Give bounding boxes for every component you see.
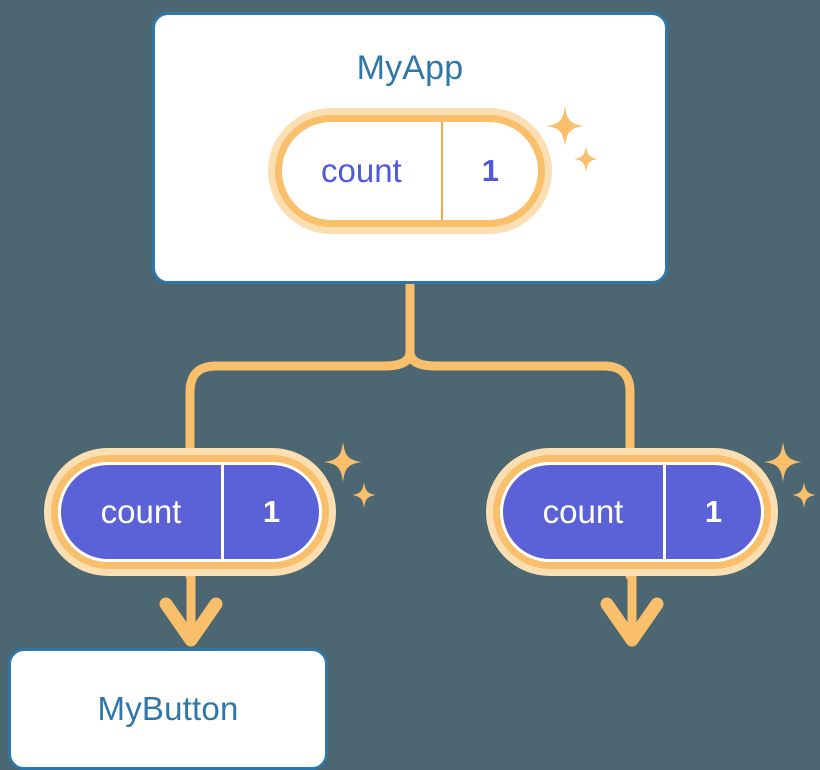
state-pill-ring: count 1: [275, 115, 545, 227]
component-card-mybutton-left[interactable]: MyButton: [8, 648, 328, 770]
state-key: count: [320, 152, 402, 189]
state-pill-body: count 1: [500, 462, 764, 562]
state-pill-child-left[interactable]: count 1: [44, 448, 336, 576]
state-value: 1: [440, 122, 538, 220]
state-pill-body: count 1: [282, 122, 538, 220]
state-pill-child-right[interactable]: count 1: [486, 448, 778, 576]
state-pill-body: count 1: [58, 462, 322, 562]
state-value: 1: [220, 465, 319, 559]
state-key: count: [542, 493, 624, 530]
state-pill-root[interactable]: count 1: [268, 108, 552, 234]
state-key: count: [100, 493, 182, 530]
state-value: 1: [662, 465, 761, 559]
state-pill-ring: count 1: [51, 455, 329, 569]
component-title: MyButton: [97, 690, 239, 727]
down-arrow-icon: [600, 572, 664, 647]
tree-branch-connector: [185, 279, 635, 581]
down-arrow-icon: [159, 572, 223, 647]
state-pill-ring: count 1: [493, 455, 771, 569]
component-title: MyApp: [356, 49, 464, 87]
